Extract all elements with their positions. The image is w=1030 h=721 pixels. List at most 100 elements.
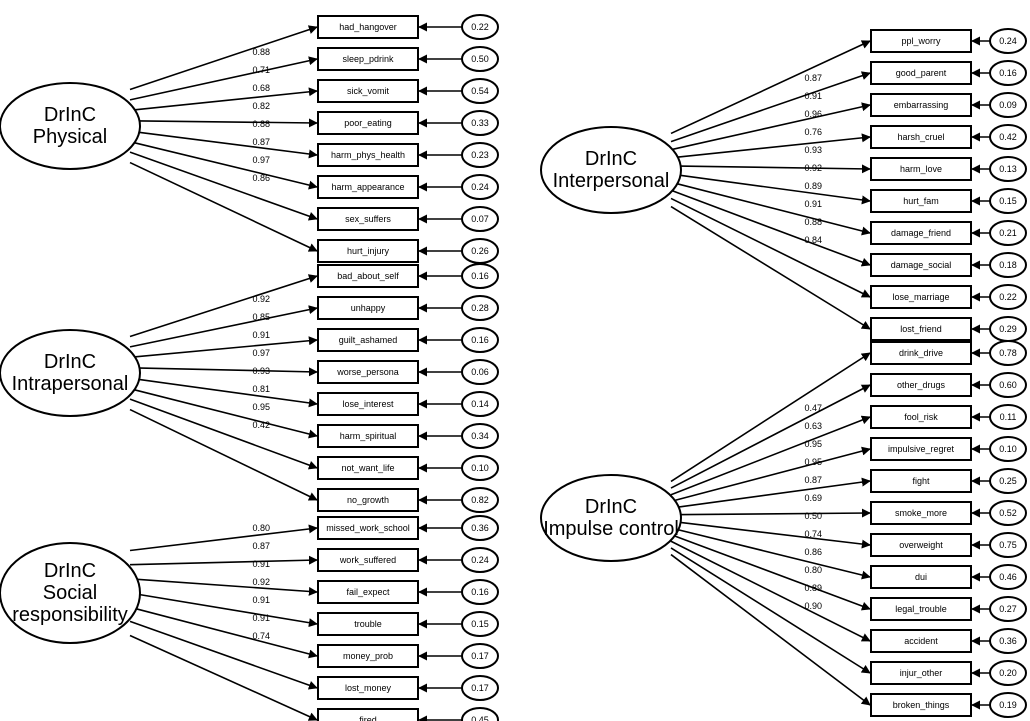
error-value: 0.78 — [999, 348, 1017, 358]
error-value: 0.34 — [471, 431, 489, 441]
loading-value: 0.71 — [252, 65, 270, 75]
loading-value: 0.87 — [804, 73, 822, 83]
item-box — [870, 533, 972, 557]
item-label: fail_expect — [346, 587, 390, 597]
error-value: 0.29 — [999, 324, 1017, 334]
loading-value: 0.95 — [804, 439, 822, 449]
item-box — [870, 597, 972, 621]
item-box — [870, 373, 972, 397]
item-label: fight — [912, 476, 930, 486]
loading-arrow — [129, 366, 318, 377]
loading-value: 0.91 — [252, 559, 270, 569]
loading-value: 0.91 — [252, 613, 270, 623]
item-box — [317, 360, 419, 384]
item-box — [870, 253, 972, 277]
factor-interpersonal-label: DrInC — [585, 148, 637, 170]
error-ellipse — [989, 596, 1027, 622]
error-value: 0.15 — [471, 619, 489, 629]
error-ellipse — [461, 142, 499, 168]
error-value: 0.60 — [999, 380, 1017, 390]
error-value: 0.10 — [999, 444, 1017, 454]
loading-value: 0.89 — [804, 181, 822, 191]
loading-value: 0.95 — [804, 457, 822, 467]
loading-arrow — [129, 524, 318, 552]
loading-value: 0.80 — [252, 523, 270, 533]
item-box — [870, 341, 972, 365]
error-ellipse — [989, 340, 1027, 366]
loading-value: 0.63 — [804, 421, 822, 431]
item-label: lost_friend — [900, 324, 942, 334]
loading-arrow — [670, 133, 871, 159]
loading-arrow — [129, 377, 318, 408]
item-label: no_growth — [347, 495, 389, 505]
item-box — [870, 61, 972, 85]
item-label: lost_money — [345, 683, 392, 693]
error-value: 0.27 — [999, 604, 1017, 614]
item-box — [870, 501, 972, 525]
item-label: missed_work_school — [326, 523, 410, 533]
loading-arrow — [129, 118, 318, 128]
loading-arrow — [129, 336, 318, 359]
item-box — [870, 285, 972, 309]
error-ellipse — [989, 156, 1027, 182]
error-ellipse — [989, 28, 1027, 54]
loading-arrow — [129, 408, 318, 501]
error-ellipse — [989, 532, 1027, 558]
item-label: damage_social — [891, 260, 952, 270]
factor-social-label: DrInC — [44, 560, 96, 582]
item-box — [870, 125, 972, 149]
loading-arrow — [129, 305, 318, 348]
error-ellipse — [461, 611, 499, 637]
error-ellipse — [461, 327, 499, 353]
error-value: 0.16 — [471, 271, 489, 281]
loading-arrow — [670, 446, 871, 503]
item-label: harm_love — [900, 164, 942, 174]
item-box — [317, 264, 419, 288]
loading-arrow — [670, 508, 871, 518]
loading-value: 0.82 — [252, 101, 270, 111]
item-box — [870, 189, 972, 213]
error-value: 0.24 — [471, 555, 489, 565]
item-box — [870, 437, 972, 461]
error-value: 0.36 — [999, 636, 1017, 646]
factor-physical-label: DrInC — [44, 104, 96, 126]
loading-arrow — [670, 197, 871, 298]
item-box — [870, 405, 972, 429]
loading-arrow — [670, 40, 871, 135]
loading-value: 0.95 — [252, 402, 270, 412]
loading-arrow — [129, 620, 318, 690]
loading-value: 0.42 — [252, 420, 270, 430]
loading-value: 0.84 — [804, 235, 822, 245]
error-value: 0.13 — [999, 164, 1017, 174]
error-value: 0.50 — [471, 54, 489, 64]
loading-value: 0.93 — [252, 366, 270, 376]
loading-value: 0.50 — [804, 511, 822, 521]
item-label: worse_persona — [336, 367, 399, 377]
loading-value: 0.91 — [252, 595, 270, 605]
factor-impulse-ellipse — [540, 474, 682, 562]
loading-arrow — [129, 56, 318, 101]
error-ellipse — [461, 707, 499, 721]
error-ellipse — [989, 404, 1027, 430]
item-label: legal_trouble — [895, 604, 947, 614]
error-ellipse — [989, 692, 1027, 718]
error-ellipse — [461, 391, 499, 417]
loading-value: 0.86 — [252, 173, 270, 183]
item-box — [317, 328, 419, 352]
item-label: smoke_more — [895, 508, 947, 518]
error-value: 0.16 — [471, 335, 489, 345]
item-label: hurt_fam — [903, 196, 939, 206]
loading-arrow — [129, 555, 318, 566]
item-label: accident — [904, 636, 938, 646]
item-box — [870, 693, 972, 717]
item-box — [870, 157, 972, 181]
loading-value: 0.92 — [252, 577, 270, 587]
loading-arrow — [129, 387, 318, 439]
loading-arrow — [129, 398, 318, 470]
error-ellipse — [989, 92, 1027, 118]
loading-value: 0.91 — [804, 91, 822, 101]
loading-value: 0.69 — [804, 493, 822, 503]
item-label: lose_interest — [342, 399, 394, 409]
error-ellipse — [461, 14, 499, 40]
loading-value: 0.86 — [804, 547, 822, 557]
